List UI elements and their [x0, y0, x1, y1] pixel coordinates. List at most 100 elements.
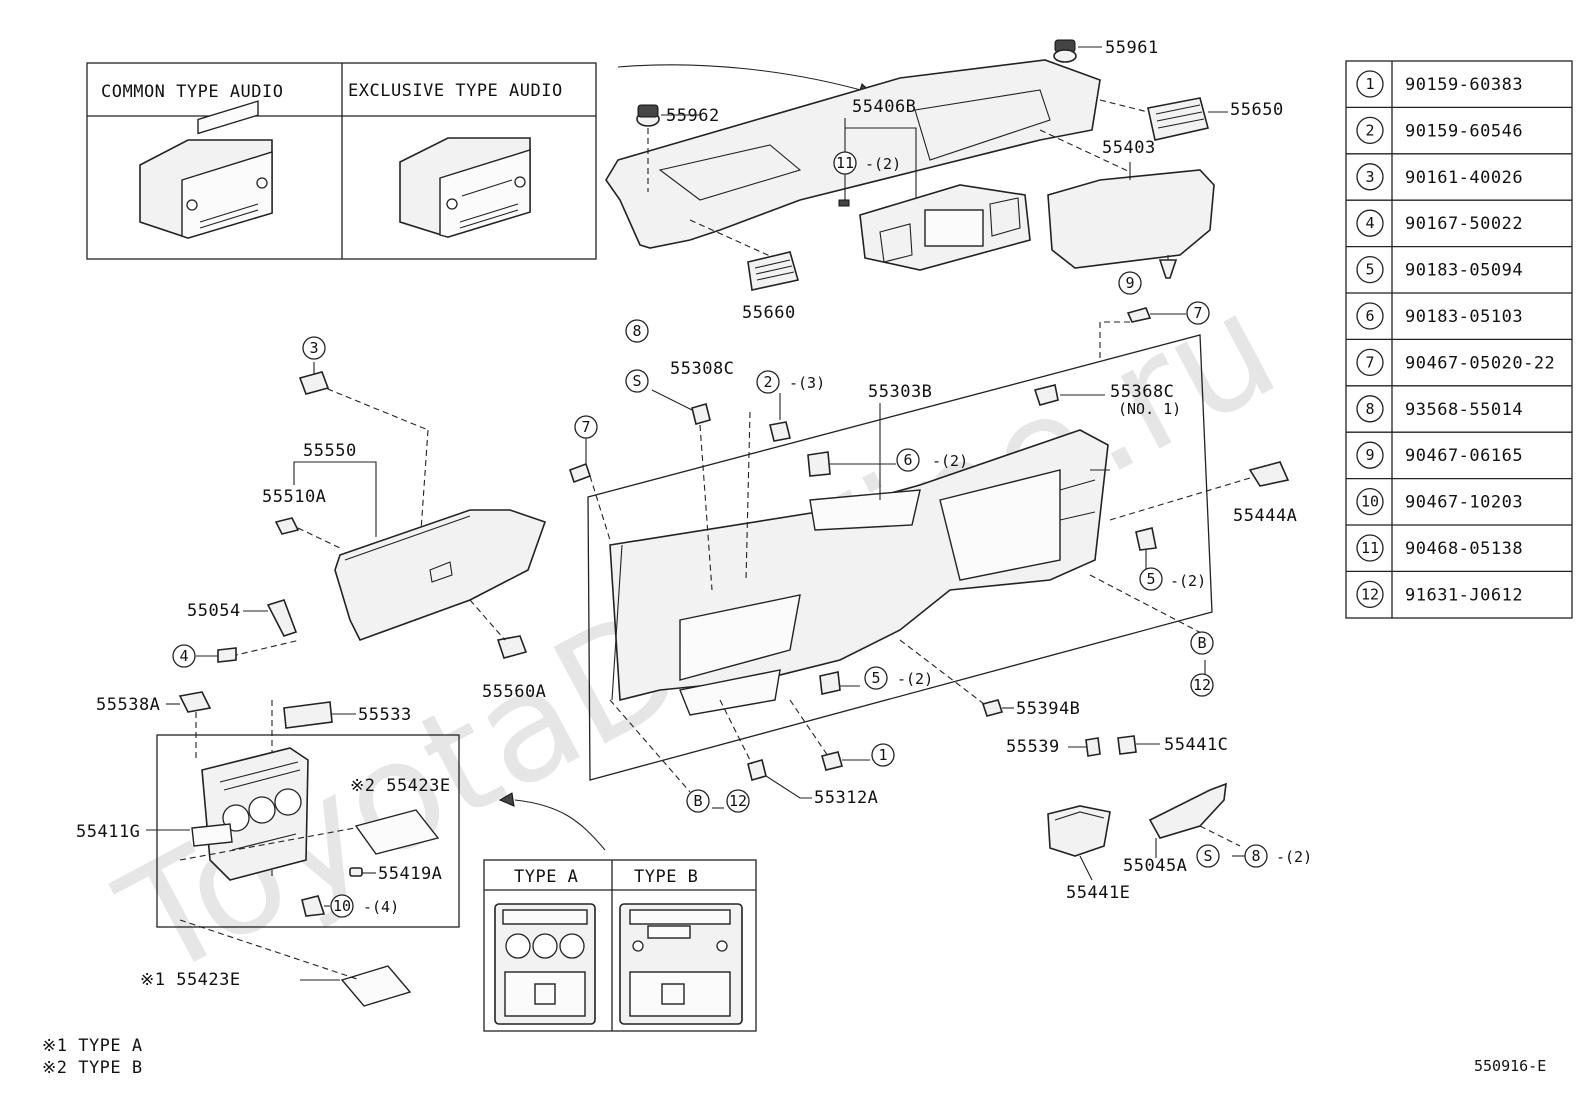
label-55441E: 55441E [1066, 883, 1130, 903]
legend-part-number: 90467-10203 [1405, 493, 1523, 513]
label-55441C: 55441C [1164, 735, 1228, 755]
part-55403-meter-hood [1047, 169, 1215, 269]
callout-number: S [632, 372, 641, 390]
part-55419A-clip [349, 867, 363, 877]
label-55394B: 55394B [1016, 699, 1080, 719]
part-55660-vent [747, 251, 800, 291]
legend-callout-circle [1356, 580, 1384, 609]
label-55650: 55650 [1230, 100, 1284, 120]
screw-1 [821, 751, 843, 771]
legend-part-number: 90161-40026 [1405, 168, 1523, 188]
label-55962: 55962 [666, 106, 720, 126]
callout-circle [625, 319, 649, 343]
legend-callout-circle [1356, 302, 1384, 330]
legend-callout-circle [1356, 441, 1384, 469]
callout-number: 7 [581, 418, 590, 436]
label-55510A: 55510A [262, 487, 326, 507]
label-55660: 55660 [742, 303, 796, 323]
callout-circle [1190, 631, 1214, 655]
heater-control-group: 55538A 55533 55411G ※2 55423E 55419A ※1 … [76, 691, 606, 1007]
callout-number: 6 [903, 451, 912, 469]
screw-55510A [274, 517, 300, 535]
callout-number: B [1197, 634, 1206, 652]
label-55411G: 55411G [76, 822, 140, 842]
screw-7-upper [1126, 307, 1152, 323]
part-55560A-latch [496, 635, 528, 659]
quantity-marker: -(2) [932, 452, 968, 470]
part-55650-vent [1147, 97, 1209, 141]
callout-circle [686, 789, 710, 813]
quantity-marker: -(2) [1170, 572, 1206, 590]
callout-number: B [693, 792, 702, 810]
part-55441E-pocket [1047, 805, 1111, 857]
legend-part-number: 90159-60546 [1405, 121, 1523, 141]
part-55368C-bracket [1033, 384, 1059, 406]
legend-callout-number: 1 [1365, 75, 1374, 93]
label-55312A: 55312A [814, 788, 878, 808]
callout-circle [864, 666, 888, 690]
callout-circle [330, 894, 354, 918]
footnote-type-a: ※1 TYPE A [42, 1036, 143, 1056]
legend-callout-circle [1356, 70, 1384, 98]
callout-number: 5 [871, 669, 880, 687]
legend-part-number: 90183-05103 [1405, 307, 1523, 327]
quantity-marker: -(4) [363, 898, 399, 916]
callout-circle [302, 336, 326, 360]
part-55550-glove-box [334, 509, 547, 641]
legend-callout-number: 3 [1365, 168, 1374, 186]
part-55444A-pad [1248, 461, 1290, 487]
label-55533: 55533 [358, 705, 412, 725]
callout-number: 2 [763, 373, 772, 391]
label-55045A: 55045A [1123, 856, 1187, 876]
legend-callout-circle [1356, 116, 1384, 145]
part-55538A-switch [178, 691, 212, 713]
legend-callout-number: 12 [1361, 585, 1379, 603]
clip-5-right [1135, 527, 1157, 551]
part-55961-cap [1053, 39, 1077, 63]
screw-10 [301, 895, 326, 917]
clip-5-lower [819, 671, 841, 695]
callout-number: 8 [632, 322, 641, 340]
type-b-header: TYPE B [634, 867, 698, 887]
label-55368C: 55368C [1110, 382, 1174, 402]
type-variant-table: TYPE A TYPE B [483, 859, 757, 1032]
legend-part-number: 90159-60383 [1405, 75, 1523, 95]
legend-callout-number: 9 [1365, 446, 1374, 464]
callout-number: 10 [333, 897, 351, 915]
part-55045A-cover [1148, 782, 1227, 839]
label-55539: 55539 [1006, 737, 1060, 757]
clip-6 [807, 451, 831, 477]
part-55441C-clip [1117, 735, 1137, 755]
label-55419A: 55419A [378, 864, 442, 884]
callout-circle [833, 151, 857, 175]
audio-header-exclusive: EXCLUSIVE TYPE AUDIO [348, 81, 563, 101]
part-55394B-screw [981, 699, 1004, 717]
callout-circle [1196, 844, 1220, 868]
legend-callout-number: 11 [1361, 539, 1379, 557]
legend-part-number: 91631-J0612 [1405, 585, 1523, 605]
legend-callout-circle [1356, 534, 1384, 562]
common-audio-unit-drawing [139, 100, 273, 239]
screw-2 [769, 421, 791, 442]
callout-circle [756, 370, 780, 394]
legend-callout-circle [1356, 348, 1384, 377]
callout-circle [1190, 673, 1214, 697]
type-a-panel-drawing [494, 903, 596, 1025]
legend-callout-number: 4 [1365, 214, 1374, 232]
callout-circle [1139, 567, 1163, 591]
callout-circle [172, 644, 196, 668]
callout-number: 4 [179, 647, 188, 665]
glove-box-group: 55550 55510A 55054 55560A [187, 362, 547, 702]
label-55308C: 55308C [670, 359, 734, 379]
legend-callout-circle [1356, 255, 1384, 284]
callout-circle [1186, 301, 1210, 325]
legend-part-number: 90468-05138 [1405, 539, 1523, 559]
quantity-marker: -(2) [1276, 848, 1312, 866]
label-55303B: 55303B [868, 382, 932, 402]
callout-circle [625, 369, 649, 393]
legend-part-number: 90467-05020-22 [1405, 353, 1555, 373]
upper-dash-panel: 55962 55961 55406B 55660 55650 [605, 38, 1284, 323]
legend-part-number: 90467-06165 [1405, 446, 1523, 466]
